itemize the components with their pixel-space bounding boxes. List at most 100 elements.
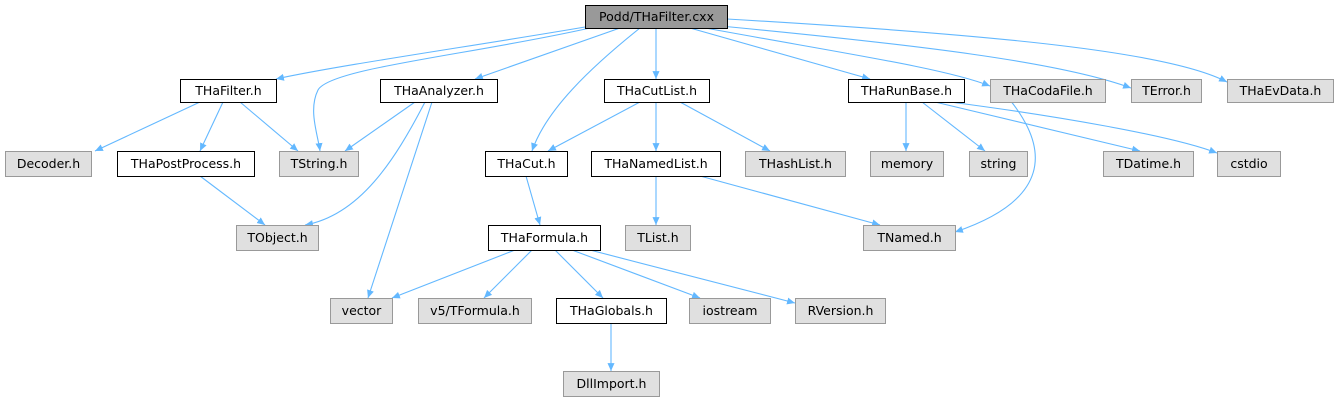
node-box	[863, 225, 956, 251]
node-label: Decoder.h	[17, 156, 80, 171]
node-box	[556, 298, 667, 324]
node-label: THaCut.h	[496, 156, 555, 171]
edge-tharunbase-to-string	[921, 101, 986, 152]
node-label: TDatime.h	[1115, 156, 1181, 171]
node-label: THaCutList.h	[616, 83, 697, 98]
node-dllimport: DllImport.h	[563, 371, 660, 397]
node-label: THashList.h	[758, 156, 832, 171]
node-box	[848, 79, 965, 103]
node-box	[689, 298, 771, 324]
edge-thafilter-to-tstring	[239, 101, 299, 152]
edge-thacutlist-to-thacut	[547, 101, 641, 152]
node-box	[236, 225, 319, 251]
node-thaanalyzer[interactable]: THaAnalyzer.h	[380, 79, 498, 103]
node-label: RVersion.h	[808, 303, 874, 318]
node-tformula: v5/TFormula.h	[418, 298, 532, 324]
edge-root-to-thafilter	[275, 26, 586, 81]
node-tstring: TString.h	[279, 151, 359, 177]
node-decoder: Decoder.h	[5, 151, 92, 177]
node-root[interactable]: Podd/THaFilter.cxx	[585, 5, 728, 29]
node-box	[485, 151, 568, 177]
node-label: THaFormula.h	[500, 230, 588, 245]
node-box	[5, 151, 92, 177]
node-box	[180, 79, 277, 103]
edge-thapostprocess-to-tobject	[199, 175, 266, 226]
edge-thaanalyzer-to-tstring	[344, 101, 416, 152]
node-thapostprocess[interactable]: THaPostProcess.h	[117, 151, 255, 177]
node-box	[1103, 151, 1194, 177]
node-tobject: TObject.h	[236, 225, 319, 251]
node-label: THaFilter.h	[194, 83, 261, 98]
edge-thaanalyzer-to-tobject	[304, 101, 426, 228]
node-vector: vector	[330, 298, 393, 324]
edge-thacut-to-thaformula	[525, 175, 542, 226]
node-label: cstdio	[1230, 156, 1267, 171]
node-label: string	[981, 156, 1017, 171]
edge-thaformula-to-vector	[391, 249, 516, 299]
node-label: THaCodaFile.h	[1002, 83, 1092, 98]
node-label: THaGlobals.h	[569, 303, 653, 318]
node-string: string	[969, 151, 1028, 177]
node-label: vector	[342, 303, 383, 318]
node-label: iostream	[703, 303, 758, 318]
node-tharunbase[interactable]: THaRunBase.h	[848, 79, 965, 103]
edge-tharunbase-to-cstdio	[949, 101, 1218, 154]
node-thaformula[interactable]: THaFormula.h	[488, 225, 601, 251]
edge-root-to-tstring	[313, 27, 591, 152]
node-box	[488, 225, 601, 251]
node-box	[563, 371, 660, 397]
node-label: TString.h	[290, 156, 348, 171]
edge-root-to-thaevdata	[726, 18, 1228, 83]
node-label: v5/TFormula.h	[430, 303, 520, 318]
node-thaglobals[interactable]: THaGlobals.h	[556, 298, 667, 324]
edge-tharunbase-to-tdatime	[934, 101, 1141, 153]
node-tdatime: TDatime.h	[1103, 151, 1194, 177]
node-iostream: iostream	[689, 298, 771, 324]
edge-thafilter-to-thapostprocess	[199, 101, 224, 152]
node-thafilter[interactable]: THaFilter.h	[180, 79, 277, 103]
node-box	[585, 5, 728, 29]
node-box	[1131, 79, 1202, 103]
node-label: TNamed.h	[876, 230, 941, 245]
node-tnamed: TNamed.h	[863, 225, 956, 251]
node-cstdio: cstdio	[1217, 151, 1281, 177]
node-box	[795, 298, 886, 324]
node-rversion: RVersion.h	[795, 298, 886, 324]
node-thacutlist[interactable]: THaCutList.h	[604, 79, 710, 103]
edge-tharunbase-to-tnamed	[954, 99, 1036, 233]
node-thanamedlist[interactable]: THaNamedList.h	[591, 151, 721, 177]
node-label: DllImport.h	[577, 376, 647, 391]
node-thacut[interactable]: THaCut.h	[485, 151, 568, 177]
node-thacodafile: THaCodaFile.h	[990, 79, 1106, 103]
edge-thaanalyzer-to-vector	[367, 101, 433, 299]
node-label: TList.h	[636, 230, 678, 245]
node-box	[279, 151, 359, 177]
node-box	[625, 225, 691, 251]
edge-thanamedlist-to-tnamed	[699, 175, 881, 227]
node-label: TObject.h	[246, 230, 307, 245]
node-box	[745, 151, 846, 177]
edge-thafilter-to-decoder	[94, 101, 201, 152]
edge-thacutlist-to-thashlist	[679, 101, 771, 152]
node-label: Podd/THaFilter.cxx	[599, 9, 714, 24]
node-box	[870, 151, 944, 177]
edge-thaformula-to-thaglobals	[554, 249, 604, 299]
node-label: TError.h	[1141, 83, 1191, 98]
node-label: THaNamedList.h	[603, 156, 707, 171]
node-box	[990, 79, 1106, 103]
node-box	[380, 79, 498, 103]
node-thaevdata: THaEvData.h	[1227, 79, 1334, 103]
node-label: THaEvData.h	[1239, 83, 1322, 98]
node-box	[330, 298, 393, 324]
node-tlist: TList.h	[625, 225, 691, 251]
node-label: THaRunBase.h	[860, 83, 952, 98]
node-box	[418, 298, 532, 324]
edge-thaformula-to-rversion	[589, 249, 796, 305]
node-label: THaPostProcess.h	[130, 156, 241, 171]
edge-root-to-thaanalyzer	[474, 27, 621, 80]
node-box	[591, 151, 721, 177]
edge-root-to-thacut	[531, 27, 641, 152]
node-box	[969, 151, 1028, 177]
